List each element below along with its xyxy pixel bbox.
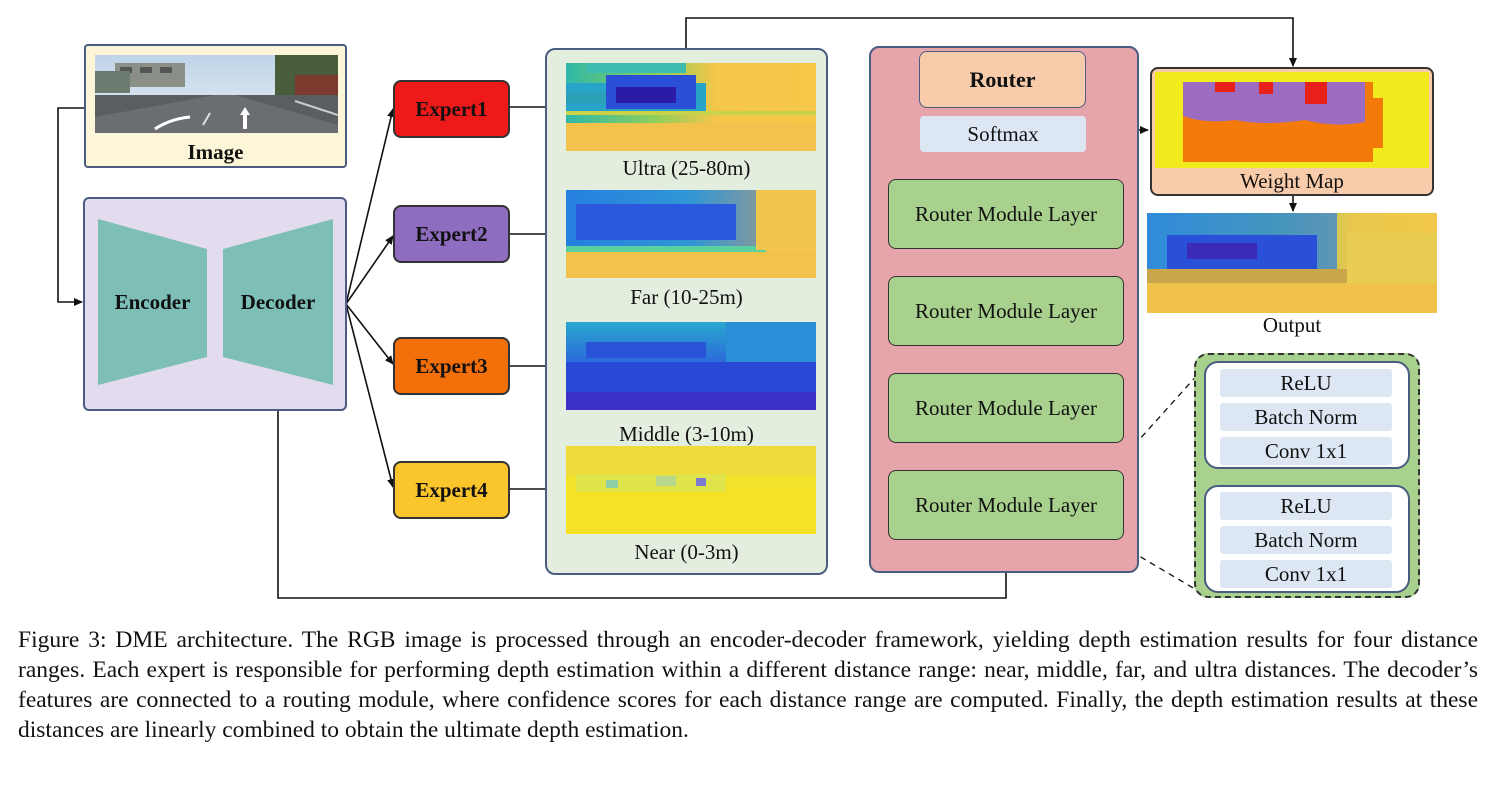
depth-map-ultra	[566, 63, 816, 151]
router-layer-detail: ReLU Batch Norm Conv 1x1 ReLU Batch Norm…	[1194, 353, 1420, 598]
weight-map-box: Weight Map	[1150, 67, 1434, 196]
decoder-label: Decoder	[240, 290, 316, 314]
encoder-trapezoid	[98, 219, 207, 385]
decoder-trapezoid	[223, 219, 333, 385]
softmax-block: Softmax	[920, 116, 1086, 152]
conv1x1-op: Conv 1x1	[1220, 437, 1392, 465]
encoder-decoder-box: Encoder Decoder	[83, 197, 347, 411]
depth-label-middle: Middle (3-10m)	[619, 422, 754, 446]
batch-norm-op: Batch Norm	[1220, 526, 1392, 554]
conv1x1-op: Conv 1x1	[1220, 560, 1392, 588]
router-module-layer-3: Router Module Layer	[888, 276, 1124, 346]
router-title: Router	[919, 51, 1086, 108]
input-image-box: Image	[84, 44, 347, 168]
router-panel: Router Softmax Router Module Layer Route…	[869, 46, 1139, 573]
detail-block-bottom: ReLU Batch Norm Conv 1x1	[1204, 485, 1410, 593]
depth-label-ultra: Ultra (25-80m)	[622, 156, 751, 180]
relu-op: ReLU	[1220, 369, 1392, 397]
expert4-block: Expert4	[393, 461, 510, 519]
depth-map-near	[566, 446, 816, 534]
batch-norm-op: Batch Norm	[1220, 403, 1392, 431]
depth-maps-panel: Ultra (25-80m) Far (10-25m) Middle (3-10…	[545, 48, 828, 575]
expert3-block: Expert3	[393, 337, 510, 395]
decoder-to-expert2-arrow	[345, 235, 394, 305]
depth-map-middle	[566, 322, 816, 410]
decoder-to-expert4-arrow	[345, 303, 395, 488]
relu-op: ReLU	[1220, 492, 1392, 520]
expert2-block: Expert2	[393, 205, 510, 263]
depth-label-near: Near (0-3m)	[634, 540, 739, 564]
decoder-to-expert1-arrow	[345, 108, 396, 305]
weight-map-label: Weight Map	[1240, 169, 1344, 193]
expert1-block: Expert1	[393, 80, 510, 138]
detail-block-top: ReLU Batch Norm Conv 1x1	[1204, 361, 1410, 469]
output-depth-image	[1147, 213, 1437, 313]
figure-caption: Figure 3: DME architecture. The RGB imag…	[18, 627, 1478, 743]
encoder-decoder-shapes	[98, 219, 333, 385]
street-photo	[95, 55, 338, 133]
image-label: Image	[187, 140, 244, 164]
depth-to-weightmap-arrow	[685, 17, 1297, 67]
depth-map-far	[566, 190, 816, 278]
depth-label-far: Far (10-25m)	[630, 285, 743, 309]
encoder-label: Encoder	[114, 290, 191, 314]
router-module-layer-4: Router Module Layer	[888, 179, 1124, 249]
router-module-layer-2: Router Module Layer	[888, 373, 1124, 443]
output-label: Output	[1262, 313, 1322, 337]
router-module-layer-1: Router Module Layer	[888, 470, 1124, 540]
image-to-encoder-arrow	[57, 107, 84, 306]
decoder-to-expert3-arrow	[345, 303, 394, 365]
weight-map-image	[1155, 72, 1429, 168]
